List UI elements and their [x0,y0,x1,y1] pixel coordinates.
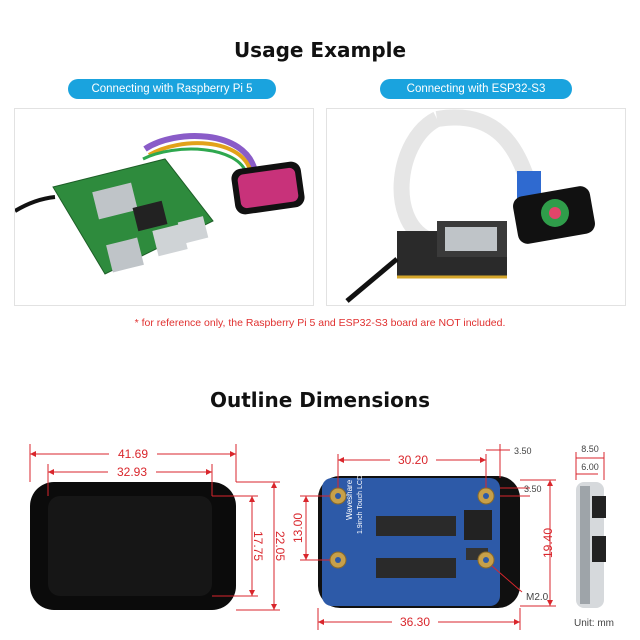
back-height-holes: 13.00 [291,513,305,543]
back-width-board: 36.30 [400,615,430,629]
lcd-front-view [30,482,236,610]
back-height-board: 19.40 [541,528,555,558]
front-width-inner: 32.93 [117,465,147,479]
back-side-offset: 3.50 [524,484,542,494]
raspberry-pi-photo [13,108,314,306]
esp32-illustration [345,109,595,303]
esp32-label: Connecting with ESP32-S3 [380,79,572,99]
raspberry-pi-illustration [13,133,305,275]
back-top-offset: 3.50 [514,446,532,456]
side-view [576,482,606,608]
hole-size: M2.0 [526,592,549,603]
unit-label: Unit: mm [574,618,614,629]
front-height-inner: 17.75 [251,531,265,561]
outline-diagram: 41.69 32.93 17.75 22.05 Waveshare 1.9inc… [29,444,614,630]
front-width-outer: 41.69 [118,447,148,461]
side-thickness-outer: 8.50 [581,444,599,454]
raspberry-pi-label: Connecting with Raspberry Pi 5 [68,79,276,99]
silk-brand: Waveshare [345,479,354,520]
usage-title: Usage Example [233,38,407,62]
reference-note: * for reference only, the Raspberry Pi 5… [134,317,506,329]
pcb-back-view: Waveshare 1.9inch Touch LCD [318,475,520,608]
side-thickness-inner: 6.00 [581,462,599,472]
front-height-outer: 22.05 [273,531,287,561]
silk-model: 1.9inch Touch LCD [357,475,364,534]
outline-title: Outline Dimensions [209,388,431,412]
esp32-photo [326,108,626,306]
back-width-holes: 30.20 [398,453,428,467]
